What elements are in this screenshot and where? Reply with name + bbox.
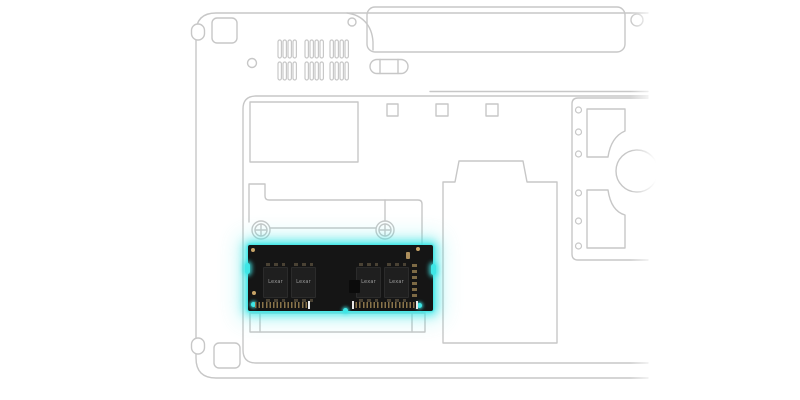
edge-tab-bottom (190, 337, 206, 355)
heatsink-block-bottom (586, 189, 626, 249)
screw-hole (347, 17, 357, 27)
chip-brand-label: Lexar (361, 279, 376, 285)
foot-bottom-left (213, 342, 241, 369)
vent-grid (277, 39, 350, 81)
mount-hole-glow (417, 303, 422, 308)
service-compartment (242, 95, 649, 364)
pin-tick (308, 301, 310, 309)
memory-chip: Lexar (356, 263, 381, 302)
spd-chip (349, 280, 360, 293)
foot-top-left (211, 17, 238, 44)
battery-latch-slider (369, 58, 409, 75)
module-outline (249, 101, 359, 163)
laptop-outline (195, 12, 649, 379)
ram-module: Lexar Lexar Lexar Lexar (245, 245, 436, 313)
key-notch-glow (343, 308, 348, 313)
ram-bracket (248, 183, 423, 314)
connector-pins-left (255, 302, 307, 308)
pcb-pad (251, 248, 255, 252)
mount-hole-glow (251, 302, 256, 307)
memory-chip: Lexar (263, 263, 288, 302)
battery-bay (346, 6, 644, 53)
pad-column (412, 264, 417, 297)
bracket-screw-right (375, 220, 395, 240)
pcb-pad (252, 291, 256, 295)
edge-tab-top (190, 23, 206, 41)
pin-tick (416, 301, 418, 309)
heatsink-block-top (586, 108, 626, 158)
connector-pins-right (352, 302, 416, 308)
bracket-screw-left (251, 220, 271, 240)
ram-socket (249, 312, 426, 333)
pcb-pad (406, 252, 410, 259)
side-notch-left (245, 263, 250, 274)
side-notch-right (431, 264, 436, 275)
square-cutout (435, 103, 449, 117)
memory-chip: Lexar (291, 263, 316, 302)
screw-hole (246, 57, 258, 69)
chip-brand-label: Lexar (389, 279, 404, 285)
chip-brand-label: Lexar (296, 279, 311, 285)
right-fade (630, 0, 656, 400)
right-margin (656, 0, 800, 400)
chip-brand-label: Lexar (268, 279, 283, 285)
memory-chip: Lexar (384, 263, 409, 302)
pin-tick (352, 301, 354, 309)
drive-bay (442, 160, 558, 344)
square-cutout (485, 103, 499, 117)
square-cutout (386, 103, 399, 117)
pcb-pad (416, 247, 420, 251)
